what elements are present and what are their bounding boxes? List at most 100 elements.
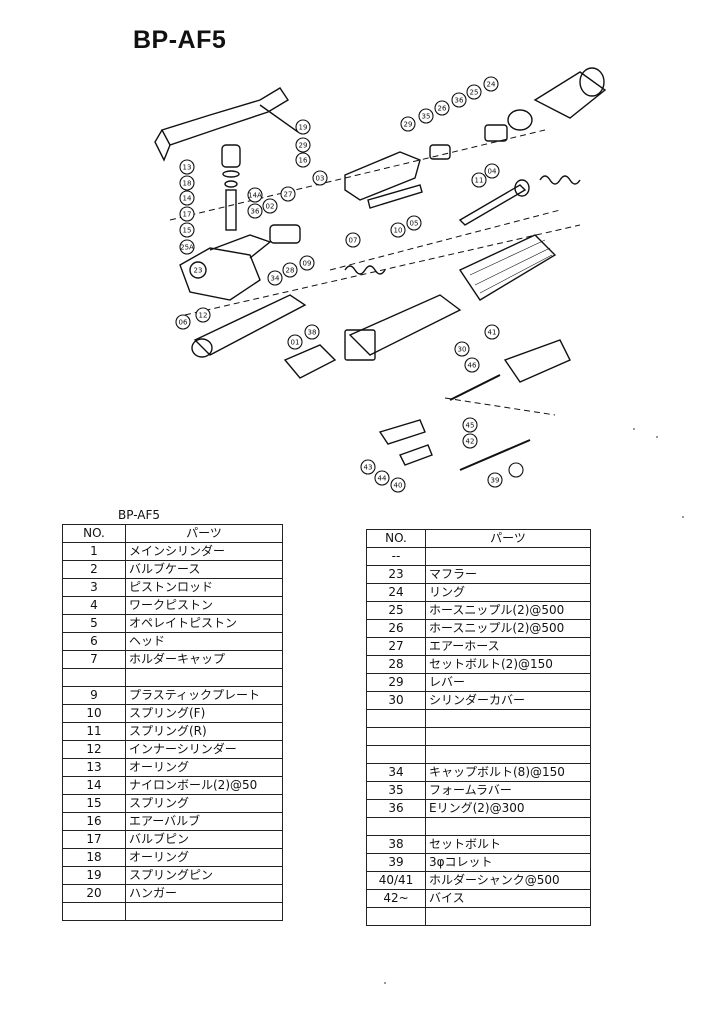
part-name: オーリング [125, 848, 283, 867]
table-row [366, 709, 591, 728]
part-number: 1 [62, 542, 126, 561]
callout-label: 09 [303, 260, 312, 268]
callout-label: 06 [179, 319, 188, 327]
table-row [366, 727, 591, 746]
part-name: セットボルト(2)@150 [425, 655, 591, 674]
part-name [125, 668, 283, 687]
callout-label: 11 [475, 177, 484, 185]
part-number [62, 902, 126, 921]
part-name [425, 817, 591, 836]
part-number: 30 [366, 691, 426, 710]
part-name: バイス [425, 889, 591, 908]
callout-label: 12 [199, 312, 208, 320]
part-name: ハンガー [125, 884, 283, 903]
part-name: オペレイトピストン [125, 614, 283, 633]
part-name: キャップボルト(8)@150 [425, 763, 591, 782]
table-row [366, 745, 591, 764]
part-number: 11 [62, 722, 126, 741]
callout-label: 36 [251, 208, 260, 216]
callout-label: 16 [299, 157, 308, 165]
callout-label: 23 [194, 267, 203, 275]
part-name: メインシリンダー [125, 542, 283, 561]
part-name: バルブケース [125, 560, 283, 579]
part-number: 7 [62, 650, 126, 669]
scan-speck [656, 436, 658, 438]
table-row: 42~バイス [366, 889, 591, 908]
callout-label: 36 [455, 97, 464, 105]
part-number: 6 [62, 632, 126, 651]
callout-label: 01 [291, 339, 300, 347]
part-name: ヘッド [125, 632, 283, 651]
part-name: ワークピストン [125, 596, 283, 615]
table-row [62, 902, 283, 921]
callout-label: 03 [316, 175, 325, 183]
scan-speck [633, 428, 635, 430]
callout-label: 28 [286, 267, 295, 275]
callout-label: 40 [394, 482, 403, 490]
part-name [125, 902, 283, 921]
part-number [366, 745, 426, 764]
part-number: 26 [366, 619, 426, 638]
callout-label: 10 [394, 227, 403, 235]
part-number: -- [366, 547, 426, 566]
part-name: フォームラバー [425, 781, 591, 800]
part-number: 25 [366, 601, 426, 620]
part-number: 4 [62, 596, 126, 615]
part-number [366, 817, 426, 836]
header-parts: パーツ [425, 529, 591, 548]
callout-label: 13 [183, 164, 192, 172]
part-name: エアーホース [425, 637, 591, 656]
callout-label: 14A [248, 192, 262, 200]
header-no: NO. [366, 529, 426, 548]
part-number: 36 [366, 799, 426, 818]
part-name: ホースニップル(2)@500 [425, 619, 591, 638]
part-number [366, 907, 426, 926]
callout-label: 44 [378, 475, 387, 483]
part-name: シリンダーカバー [425, 691, 591, 710]
part-number: 23 [366, 565, 426, 584]
callout-label: 14 [183, 195, 192, 203]
callout-label: 29 [299, 142, 308, 150]
part-number: 27 [366, 637, 426, 656]
part-name [425, 547, 591, 566]
part-number: 24 [366, 583, 426, 602]
callout-label: 24 [487, 81, 496, 89]
part-name: エアーバルブ [125, 812, 283, 831]
part-name: インナーシリンダー [125, 740, 283, 759]
part-name: ホルダーシャンク@500 [425, 871, 591, 890]
part-name: スプリング [125, 794, 283, 813]
scan-speck [384, 982, 386, 984]
part-number: 38 [366, 835, 426, 854]
callout-label: 30 [458, 346, 467, 354]
part-number: 16 [62, 812, 126, 831]
table-row [366, 907, 591, 926]
part-number: 34 [366, 763, 426, 782]
part-name: 3φコレット [425, 853, 591, 872]
table-title: BP-AF5 [118, 508, 161, 522]
part-number: 5 [62, 614, 126, 633]
part-number: 19 [62, 866, 126, 885]
part-name: ホースニップル(2)@500 [425, 601, 591, 620]
